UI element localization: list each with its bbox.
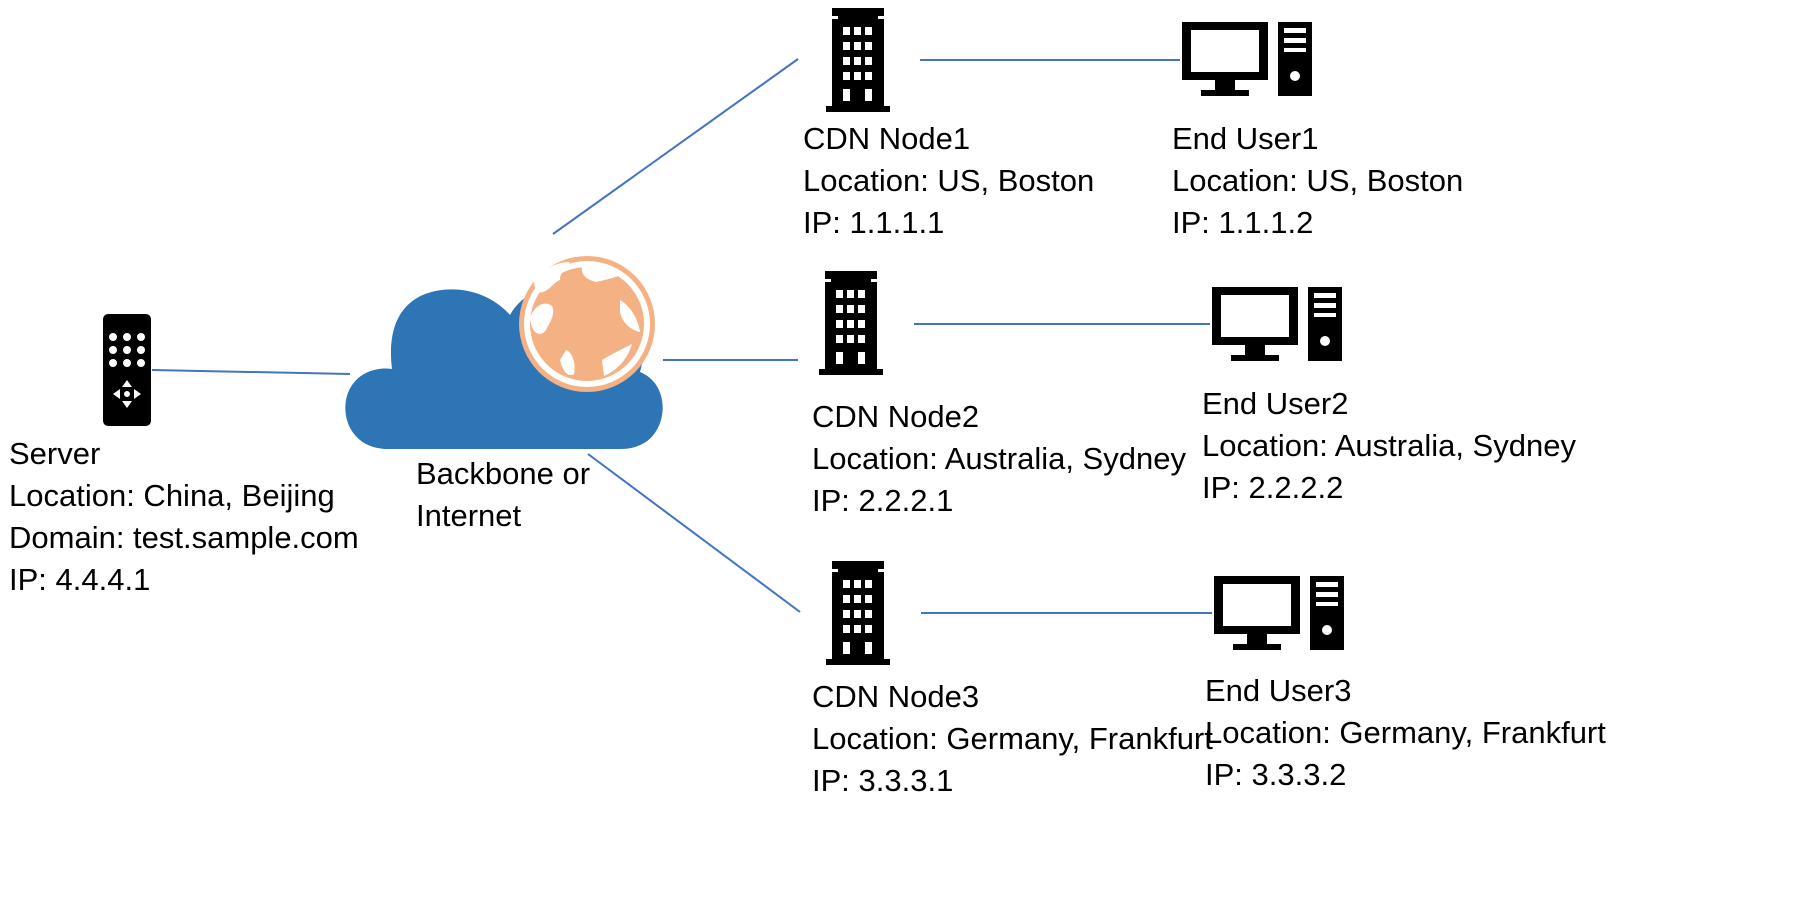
- cdn-node2-label: CDN Node2 Location: Australia, Sydney IP…: [812, 396, 1186, 522]
- end-user-name: End User3: [1205, 673, 1352, 708]
- end-user3-label: End User3 Location: Germany, Frankfurt I…: [1205, 670, 1606, 796]
- backbone-label-line1: Backbone or: [416, 456, 591, 491]
- end-user-location: Location: Germany, Frankfurt: [1205, 715, 1606, 750]
- server-label: Server Location: China, Beijing Domain: …: [9, 433, 359, 601]
- end-user-name: End User2: [1202, 386, 1349, 421]
- cdn-node-name: CDN Node3: [812, 679, 980, 714]
- server-icon: [103, 314, 151, 426]
- desktop-computer-icon: [1212, 287, 1342, 361]
- server-domain: Domain: test.sample.com: [9, 520, 359, 555]
- end-user-ip: IP: 2.2.2.2: [1202, 470, 1344, 505]
- end-user-name: End User1: [1172, 121, 1319, 156]
- cdn-node3-label: CDN Node3 Location: Germany, Frankfurt I…: [812, 676, 1213, 802]
- cdn-node-ip: IP: 2.2.2.1: [812, 483, 954, 518]
- end-user-location: Location: US, Boston: [1172, 163, 1464, 198]
- link-backbone-node1: [552, 58, 799, 235]
- cdn-node-location: Location: US, Boston: [803, 163, 1095, 198]
- desktop-computer-icon: [1214, 576, 1344, 650]
- backbone-label: Backbone or Internet: [416, 453, 590, 537]
- end-user-location: Location: Australia, Sydney: [1202, 428, 1576, 463]
- cdn-node-name: CDN Node1: [803, 121, 971, 156]
- cdn-node-location: Location: Germany, Frankfurt: [812, 721, 1213, 756]
- end-user-ip: IP: 1.1.1.2: [1172, 205, 1314, 240]
- building-icon: [826, 8, 890, 112]
- desktop-computer-icon: [1182, 22, 1312, 96]
- end-user2-label: End User2 Location: Australia, Sydney IP…: [1202, 383, 1576, 509]
- cdn-node-name: CDN Node2: [812, 399, 980, 434]
- server-name: Server: [9, 436, 101, 471]
- cdn-node-location: Location: Australia, Sydney: [812, 441, 1186, 476]
- network-links: [151, 58, 1212, 614]
- backbone-label-line2: Internet: [416, 498, 522, 533]
- cdn-node-ip: IP: 3.3.3.1: [812, 763, 954, 798]
- cdn-node1-label: CDN Node1 Location: US, Boston IP: 1.1.1…: [803, 118, 1094, 244]
- end-user-ip: IP: 3.3.3.2: [1205, 757, 1347, 792]
- end-user1-label: End User1 Location: US, Boston IP: 1.1.1…: [1172, 118, 1463, 244]
- link-backbone-node3: [587, 453, 801, 613]
- building-icon: [826, 561, 890, 665]
- building-icon: [819, 271, 883, 375]
- server-ip: IP: 4.4.4.1: [9, 562, 151, 597]
- link-server-backbone: [151, 369, 351, 375]
- server-location: Location: China, Beijing: [9, 478, 335, 513]
- cdn-node-ip: IP: 1.1.1.1: [803, 205, 945, 240]
- cloud-globe-icon: [345, 256, 663, 449]
